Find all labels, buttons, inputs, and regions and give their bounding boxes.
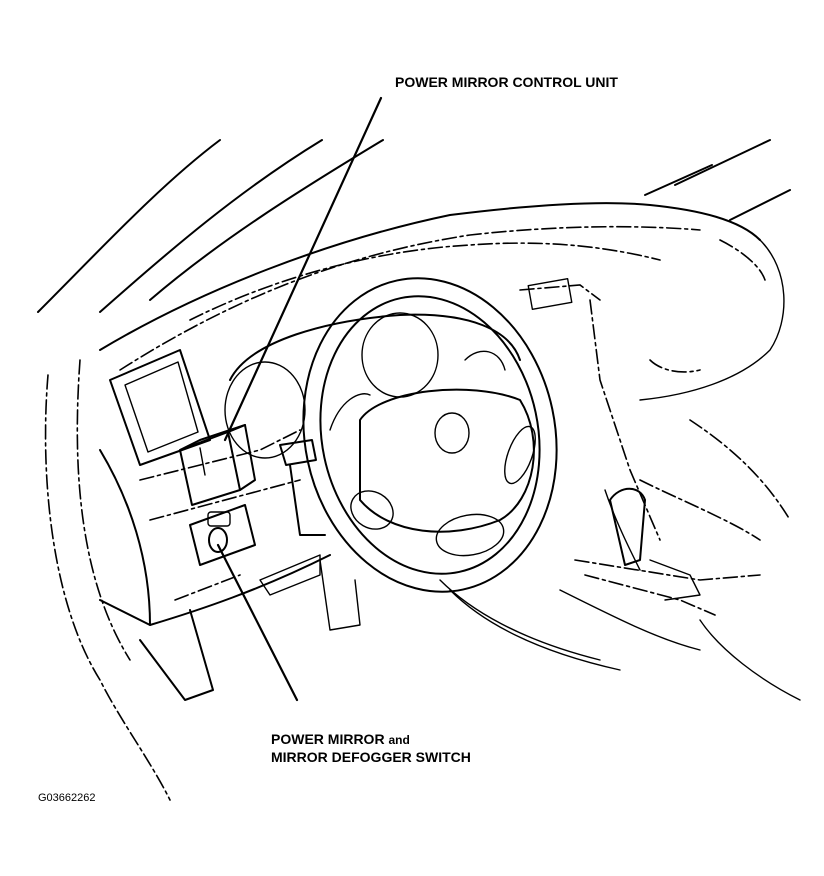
switch-label-conjunction: and bbox=[388, 733, 410, 747]
switch-label-line1: POWER MIRROR and bbox=[271, 731, 471, 749]
left-vent bbox=[109, 349, 211, 466]
leader-lines bbox=[216, 96, 383, 702]
switch-label-line2: MIRROR DEFOGGER SWITCH bbox=[271, 749, 471, 765]
lower-dash bbox=[99, 429, 361, 631]
switch-label-primary: POWER MIRROR bbox=[271, 731, 385, 747]
figure-id: G03662262 bbox=[38, 792, 96, 804]
center-stack bbox=[519, 278, 801, 701]
windshield-pillar-lines bbox=[37, 139, 791, 313]
switch-callout: POWER MIRROR and MIRROR DEFOGGER SWITCH bbox=[271, 731, 471, 766]
control-unit-leader bbox=[223, 96, 383, 442]
door-edge bbox=[44, 359, 214, 801]
control-unit-box bbox=[179, 424, 256, 506]
control-unit-label: POWER MIRROR CONTROL UNIT bbox=[395, 74, 618, 90]
steering-wheel bbox=[302, 277, 621, 671]
switch-leader bbox=[216, 543, 299, 702]
gauge-cluster bbox=[224, 312, 521, 459]
switch-panel bbox=[189, 504, 256, 566]
steering-column bbox=[279, 439, 326, 536]
dashboard-top bbox=[99, 202, 785, 401]
control-unit-callout: POWER MIRROR CONTROL UNIT bbox=[395, 74, 618, 91]
